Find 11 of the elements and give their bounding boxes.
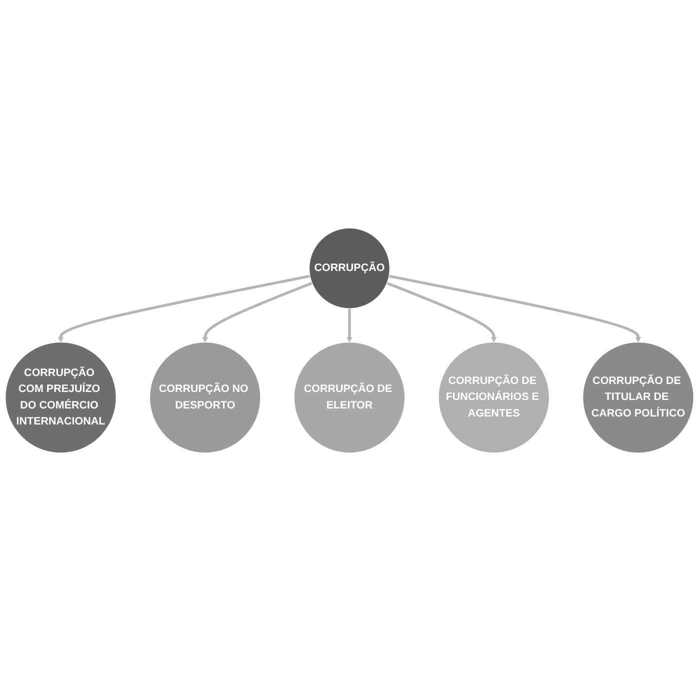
- node-circle: CORRUPÇÃO COM PREJUÍZO DO COMÉRCIO INTERNACIONAL: [5, 342, 116, 454]
- node-circle: CORRUPÇÃO NO DESPORTO: [149, 342, 261, 454]
- arrow: [58, 274, 310, 342]
- node-circle: CORRUPÇÃO: [308, 228, 390, 309]
- node-circle: CORRUPÇÃO DE ELEITOR: [294, 342, 406, 454]
- node-circle: CORRUPÇÃO DE FUNCIONÁRIOS E AGENTES: [438, 342, 550, 454]
- arrow: [388, 274, 642, 342]
- arrow: [346, 308, 352, 342]
- arrow: [386, 282, 497, 342]
- arrow: [202, 282, 313, 342]
- node-circle: CORRUPÇÃO DE TITULAR DE CARGO POLÍTICO: [582, 342, 694, 454]
